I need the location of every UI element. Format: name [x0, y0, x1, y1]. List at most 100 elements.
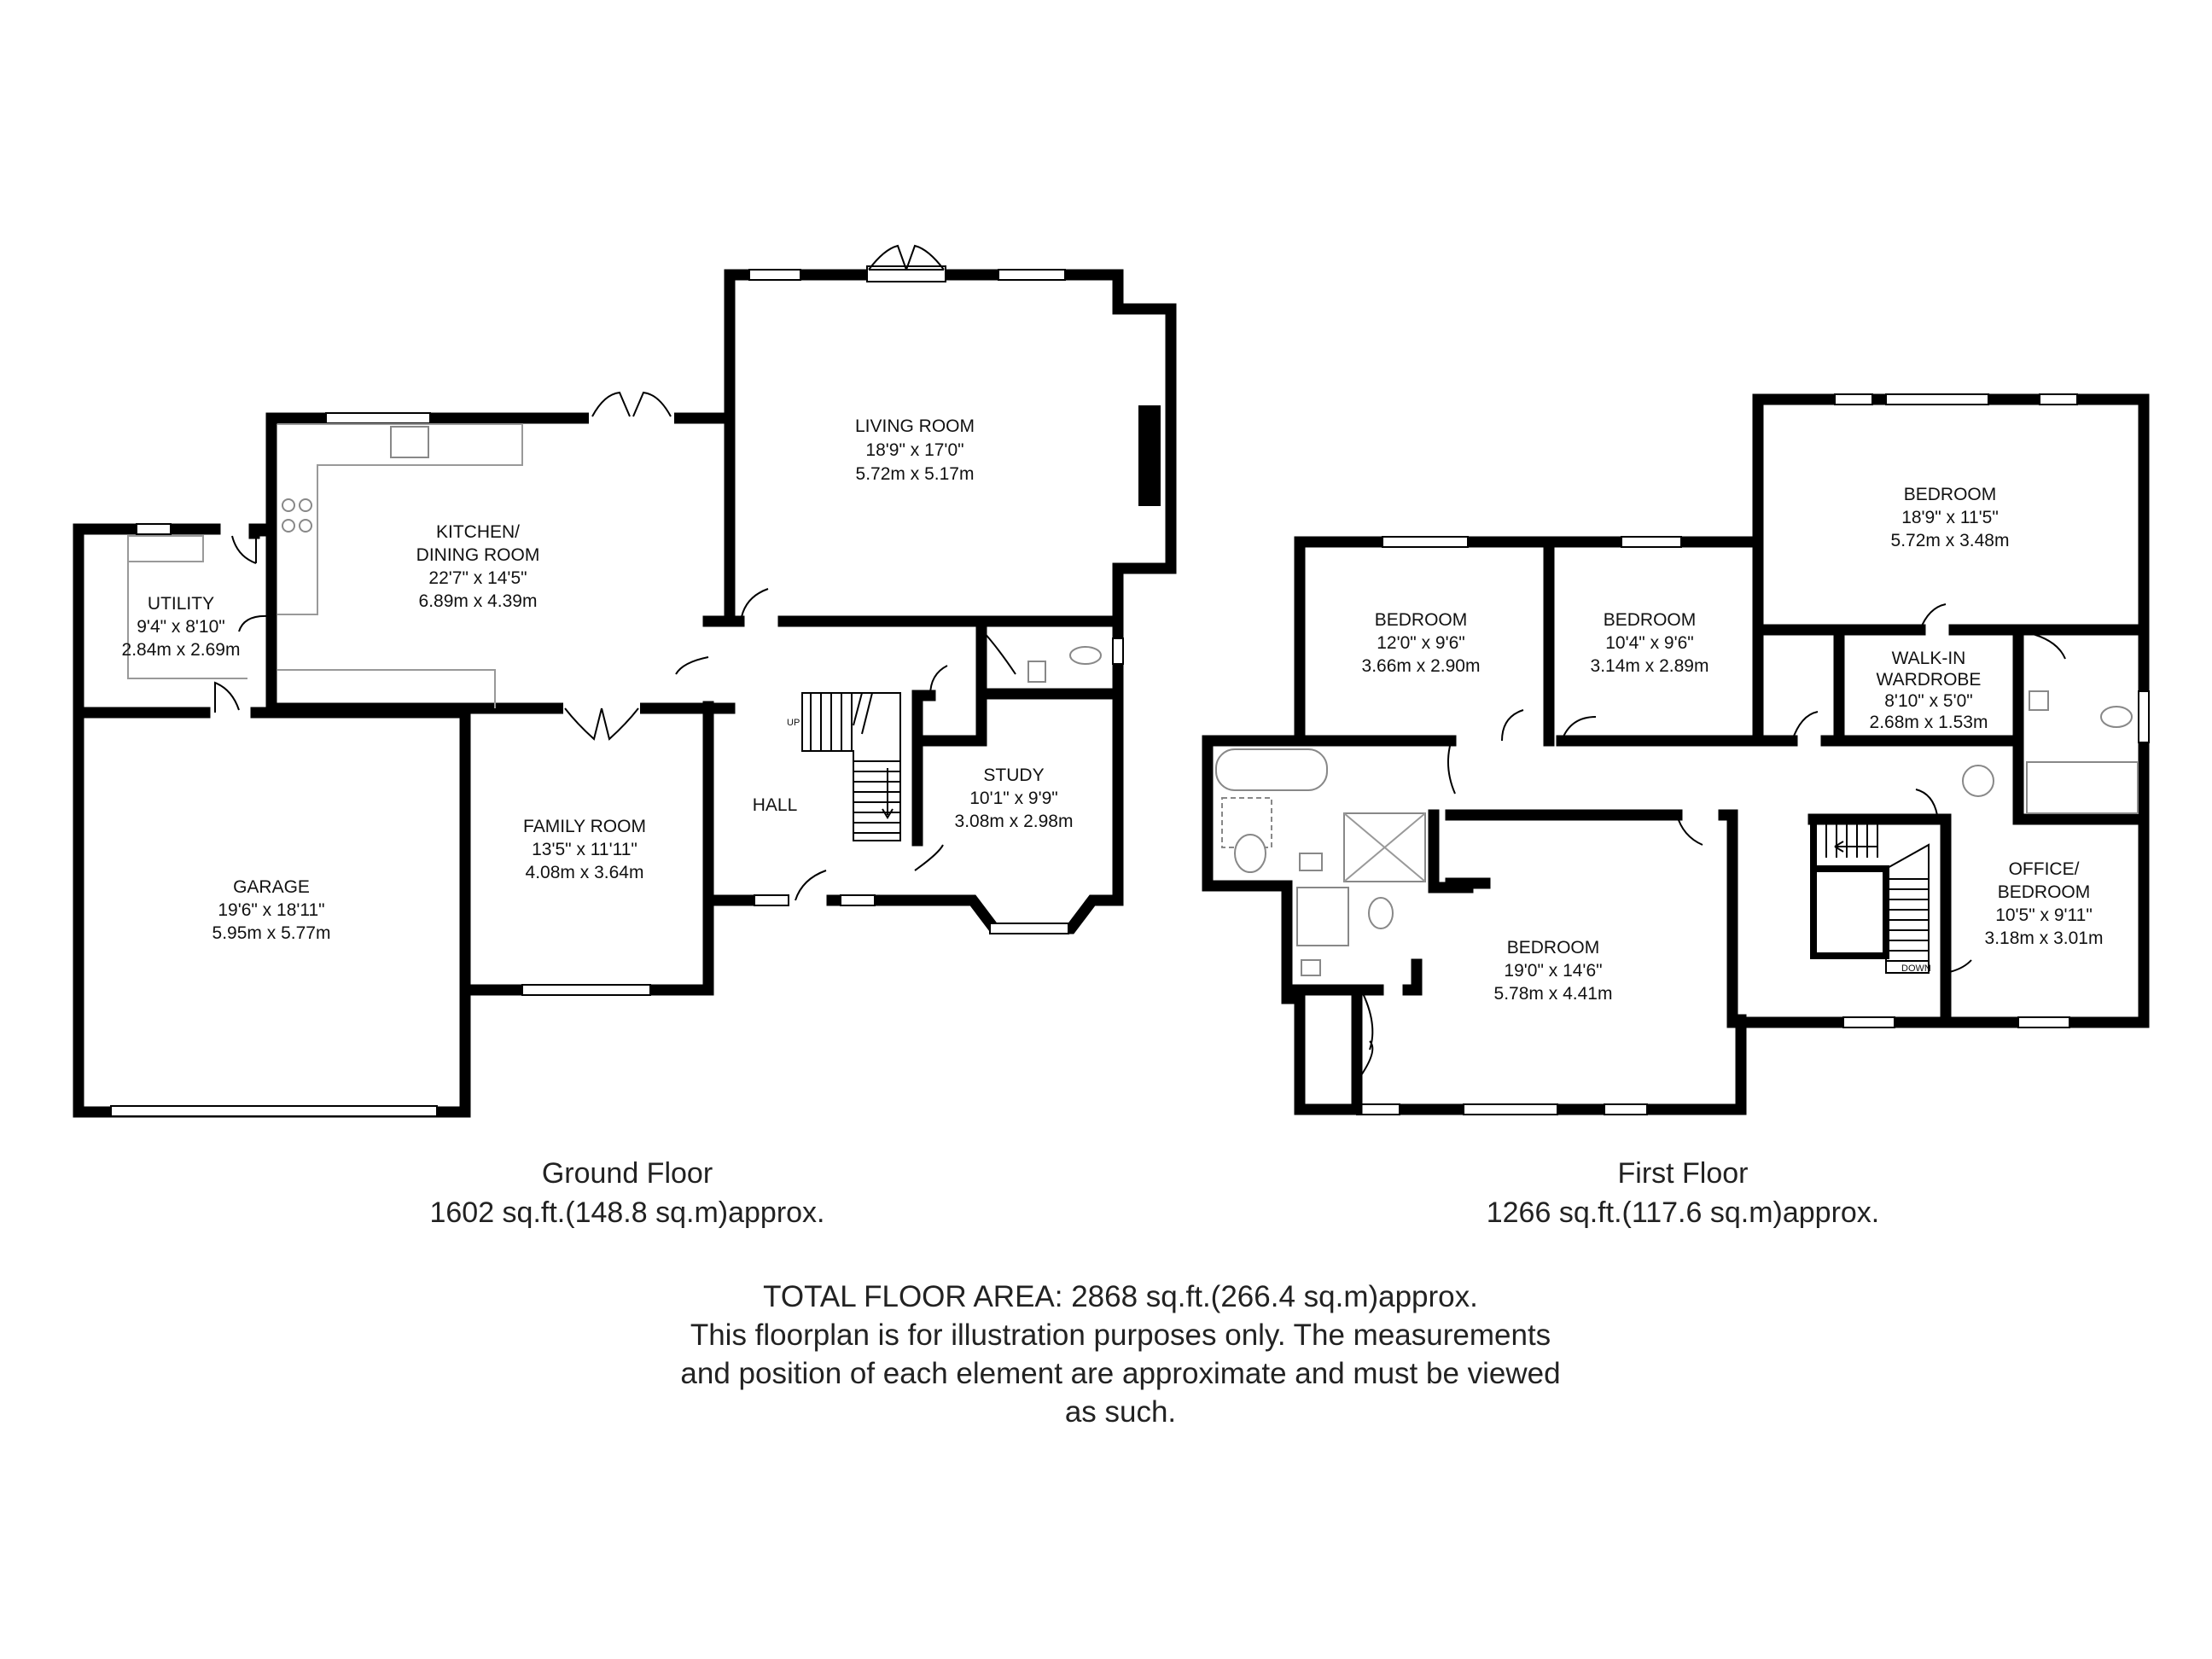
- disclaimer: TOTAL FLOOR AREA: 2868 sq.ft.(266.4 sq.m…: [680, 1280, 1560, 1429]
- window: [998, 269, 1066, 281]
- window: [1842, 1016, 1895, 1028]
- bathroom-walls: [1202, 735, 1306, 1004]
- utility-name: UTILITY: [148, 594, 214, 614]
- toilet: [1069, 646, 1102, 665]
- window: [1356, 1103, 1400, 1115]
- bedroom-3-metric: 5.72m x 3.48m: [1891, 531, 2010, 550]
- toilet: [1234, 834, 1266, 873]
- french-door: [868, 244, 945, 271]
- first-floor-title: First Floor: [1618, 1157, 1749, 1190]
- door: [740, 588, 769, 622]
- door: [1447, 742, 1456, 795]
- window: [1834, 393, 1873, 405]
- door: [238, 614, 272, 666]
- window: [136, 523, 172, 535]
- bedroom-4-metric: 5.78m x 4.41m: [1494, 984, 1613, 1004]
- bedroom-4-name: BEDROOM: [1507, 938, 1600, 958]
- shower-cross: [1343, 812, 1426, 882]
- hob-ring: [299, 498, 312, 512]
- door: [1676, 814, 1703, 846]
- garage-door: [110, 1105, 438, 1117]
- worktop: [277, 423, 523, 615]
- disclaimer-line-3: as such.: [1065, 1395, 1176, 1429]
- worktop: [277, 669, 496, 708]
- floor-captions: Ground Floor 1602 sq.ft.(148.8 sq.m)appr…: [429, 1157, 1879, 1229]
- window: [754, 894, 789, 906]
- garage-metric: 5.95m x 5.77m: [212, 923, 331, 943]
- door: [929, 665, 948, 696]
- door: [214, 681, 240, 713]
- wardrobe-imperial: 8'10" x 5'0": [1884, 691, 1973, 711]
- bedroom-3-imperial: 18'9" x 11'5": [1901, 508, 1999, 527]
- door: [1501, 709, 1524, 742]
- wardrobe-name-line1: WALK-IN: [1892, 649, 1966, 668]
- window: [2138, 690, 2150, 743]
- living-room-name: LIVING ROOM: [855, 416, 975, 436]
- bedroom-1-imperial: 12'0" x 9'6": [1377, 633, 1465, 653]
- kitchen-sink: [390, 426, 429, 458]
- office-imperial: 10'5" x 9'11": [1995, 905, 2093, 925]
- family-room-name: FAMILY ROOM: [523, 817, 646, 836]
- window: [2017, 1016, 2070, 1028]
- door: [1945, 959, 1972, 974]
- ground-floor-plan: [73, 244, 1177, 1118]
- bay-window: [989, 923, 1069, 934]
- kitchen-metric: 6.89m x 4.39m: [419, 591, 538, 611]
- kitchen-imperial: 22'7" x 14'5": [428, 568, 527, 588]
- hall-name: HALL: [753, 795, 798, 815]
- study-metric: 3.08m x 2.98m: [955, 812, 1074, 831]
- study-walls: [911, 688, 1124, 934]
- living-room-metric: 5.72m x 5.17m: [856, 464, 975, 484]
- stairs-up-label: UP: [787, 718, 800, 728]
- door: [2022, 631, 2066, 660]
- basin: [2029, 690, 2049, 711]
- bathtub: [1215, 748, 1328, 791]
- study-imperial: 10'1" x 9'9": [969, 789, 1058, 808]
- front-door: [795, 870, 827, 901]
- garage-imperial: 19'6" x 18'11": [218, 900, 324, 920]
- bedroom-2-metric: 3.14m x 2.89m: [1591, 656, 1709, 676]
- garage-walls: [73, 707, 471, 1118]
- wardrobe-name-line2: WARDROBE: [1877, 670, 1982, 690]
- bedroom-4-imperial: 19'0" x 14'6": [1504, 961, 1602, 981]
- window: [1382, 536, 1469, 548]
- shower: [2026, 761, 2139, 814]
- window: [521, 984, 651, 996]
- total-floor-area: TOTAL FLOOR AREA: 2868 sq.ft.(266.4 sq.m…: [763, 1280, 1478, 1313]
- bedroom-walls: [1445, 809, 1738, 1028]
- hob-ring: [299, 519, 312, 533]
- bedroom-2-name: BEDROOM: [1604, 610, 1697, 630]
- door: [1919, 603, 1947, 631]
- staircase: [801, 692, 901, 841]
- ensuite-wall: [1351, 958, 1423, 996]
- basin: [1299, 853, 1323, 871]
- utility-worktop: [127, 535, 247, 679]
- window: [748, 269, 801, 281]
- window: [840, 894, 876, 906]
- door: [1791, 711, 1819, 742]
- stairs-down-label: DOWN: [1901, 963, 1931, 974]
- cupboard-door: [1360, 989, 1374, 1076]
- window: [1885, 393, 1989, 405]
- window: [1463, 1103, 1558, 1115]
- ensuite-walls: [2012, 735, 2150, 825]
- study-name: STUDY: [983, 765, 1044, 785]
- toilet: [2100, 706, 2133, 728]
- family-room-metric: 4.08m x 3.64m: [526, 863, 644, 882]
- bedroom-1-name: BEDROOM: [1375, 610, 1468, 630]
- window: [1621, 536, 1682, 548]
- living-room-imperial: 18'9" x 17'0": [865, 440, 963, 460]
- garage-name: GARAGE: [233, 877, 310, 897]
- basin: [1301, 959, 1321, 976]
- hall-wall: [911, 690, 936, 744]
- utility-metric: 2.84m x 2.69m: [122, 640, 241, 660]
- room-labels: LIVING ROOM 18'9" x 17'0" 5.72m x 5.17m …: [122, 416, 2104, 1004]
- wardrobe-metric: 2.68m x 1.53m: [1870, 713, 1988, 732]
- door: [1915, 789, 1938, 816]
- office-name-line2: BEDROOM: [1998, 882, 2091, 902]
- bedroom-2-imperial: 10'4" x 9'6": [1605, 633, 1694, 653]
- door: [1561, 716, 1597, 742]
- bedroom-walls: [1428, 809, 1491, 894]
- bedroom-south-walls: [1294, 992, 1747, 1115]
- hob-ring: [282, 498, 295, 512]
